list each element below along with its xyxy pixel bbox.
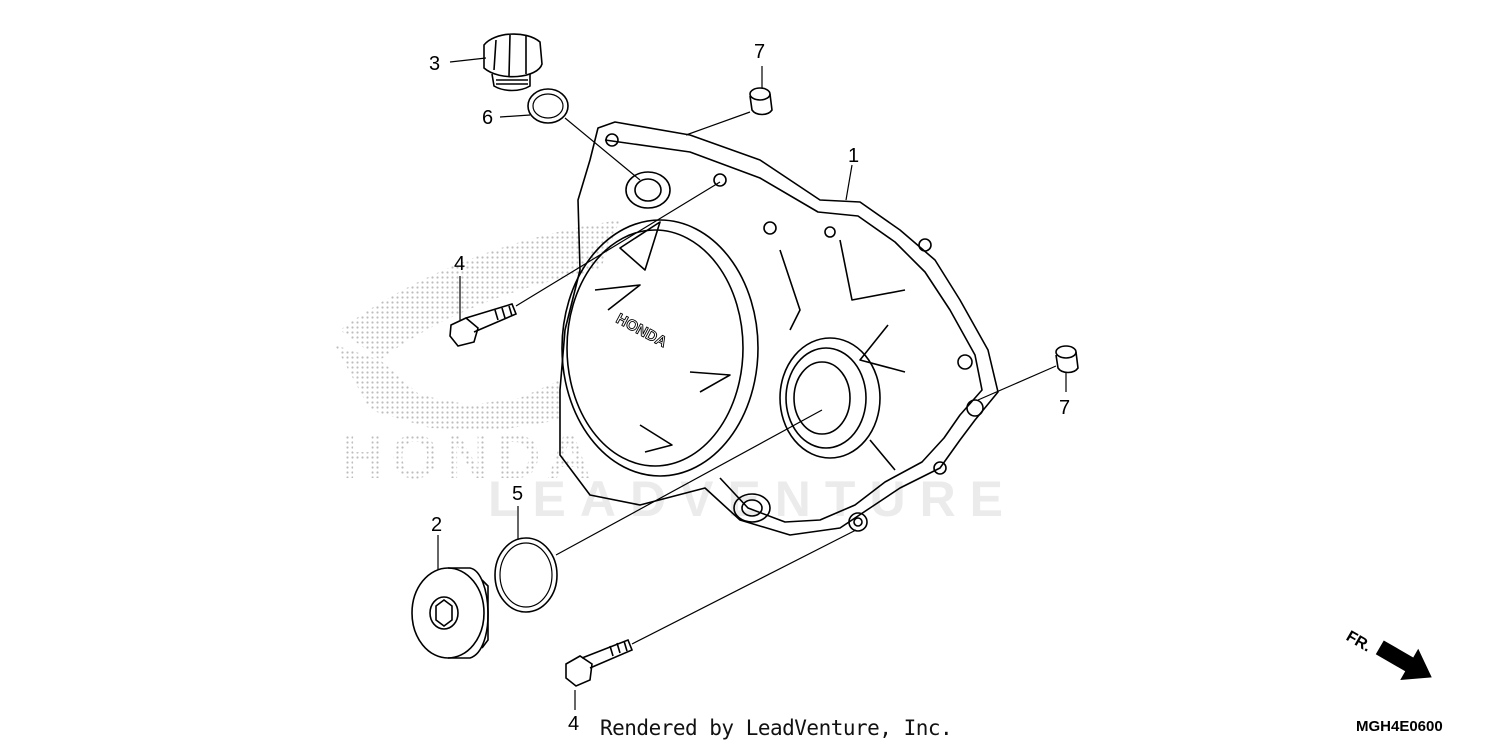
part-6-o-ring[interactable] [527,88,569,124]
part-7-dowel-pin-right[interactable] [1055,345,1079,374]
part-3-oil-filler-cap[interactable] [483,33,543,92]
part-5-o-ring-inner [499,542,553,608]
part-4-bolt-upper[interactable] [449,303,518,347]
leader-lines [437,57,1067,710]
part-5-o-ring[interactable] [494,537,558,613]
callout-4-lower: 4 [568,713,579,735]
diagram-code: MGH4E0600 [1356,718,1443,735]
callout-2: 2 [431,514,442,536]
callout-1: 1 [848,145,859,167]
callout-4-upper: 4 [454,253,465,275]
honda-watermark-text: HONDA [340,423,597,492]
honda-wing-watermark [335,220,620,430]
callout-3: 3 [429,53,440,75]
part-4-bolt-lower[interactable] [565,638,634,687]
render-credit: Rendered by LeadVenture, Inc. [600,716,953,740]
callout-5: 5 [512,483,523,505]
part-7-dowel-pin-top[interactable] [749,87,773,116]
part-2-plug[interactable] [411,567,489,659]
callout-7-top: 7 [754,41,765,63]
leadventure-watermark: LEADVENTURE [488,471,1018,527]
callout-7-right: 7 [1059,397,1070,419]
front-indicator-label: FR. [1343,628,1374,656]
front-direction-arrow [1375,640,1432,680]
callout-6: 6 [482,107,493,129]
cover-logo-text: HONDA [613,310,670,351]
part-6-o-ring-inner [532,93,564,119]
